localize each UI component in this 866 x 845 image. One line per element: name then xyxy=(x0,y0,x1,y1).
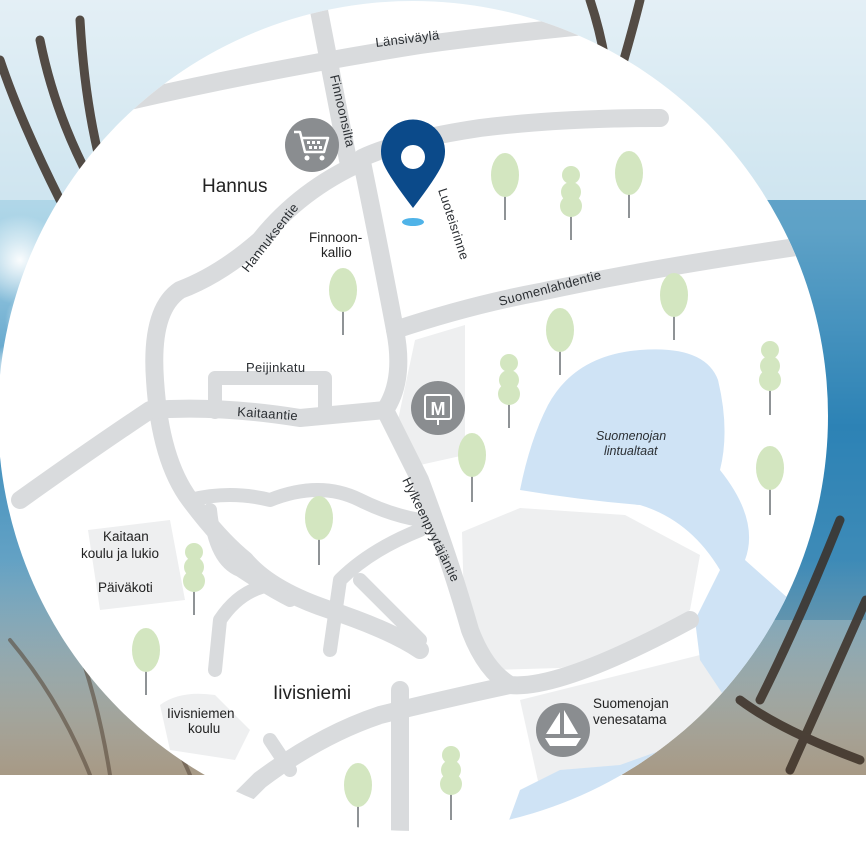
tree xyxy=(440,746,462,820)
tree xyxy=(344,763,372,830)
metro-station-icon[interactable]: M xyxy=(411,381,465,435)
road-finnoonsilta xyxy=(306,1,357,169)
iivisniemi-school-area xyxy=(160,693,250,760)
tree xyxy=(458,433,486,502)
tree xyxy=(305,496,333,565)
place-label-finnoonkallio-2: kallio xyxy=(321,245,352,260)
road-suomenlahdentie xyxy=(386,236,819,339)
place-label-hannus: Hannus xyxy=(202,176,268,197)
place-label-kaitaan-koulu-2: koulu ja lukio xyxy=(81,546,159,561)
road-peijinkatu xyxy=(208,371,332,422)
road-inner-6 xyxy=(263,733,297,777)
school-area xyxy=(88,520,185,610)
tree xyxy=(491,153,519,220)
place-label-iivisniemen-koulu-1: Iivisniemen xyxy=(167,706,235,721)
place-label-venesatama-1: Suomenojan xyxy=(593,696,669,711)
road-inner-loop xyxy=(183,483,427,527)
tree xyxy=(615,151,643,218)
road-inner-2 xyxy=(323,523,427,657)
tree xyxy=(546,308,574,375)
bird-ponds-water xyxy=(520,349,800,720)
metro-letter: M xyxy=(431,399,446,419)
place-label-venesatama-2: venesatama xyxy=(593,712,667,727)
place-label-lintualtaat-1: Suomenojan xyxy=(596,429,666,443)
map-pin-icon[interactable] xyxy=(381,119,445,226)
place-label-paivakoti: Päiväkoti xyxy=(98,580,153,595)
shopping-cart-icon[interactable] xyxy=(285,118,339,172)
place-label-kaitaan-koulu-1: Kaitaan xyxy=(103,529,149,544)
tree xyxy=(756,446,784,515)
tree xyxy=(498,354,520,428)
tree xyxy=(560,166,582,240)
road-inner-3 xyxy=(203,503,297,607)
trees xyxy=(132,151,784,830)
tree xyxy=(183,543,205,615)
road-inner-4 xyxy=(208,578,277,677)
road-label-kaitaantie: Kaitaantie xyxy=(237,404,299,423)
road-main-ns xyxy=(353,153,699,695)
place-label-lintualtaat-2: lintualtaat xyxy=(604,444,658,458)
tree xyxy=(329,268,357,335)
place-label-finnoonkallio-1: Finnoon- xyxy=(309,230,362,245)
road-kaitaantie xyxy=(11,399,394,509)
tree xyxy=(759,341,781,415)
industrial-area xyxy=(462,508,700,670)
tree xyxy=(660,273,688,340)
place-label-iivisniemen-koulu-2: koulu xyxy=(188,721,220,736)
tree xyxy=(132,628,160,695)
road-label-peijinkatu: Peijinkatu xyxy=(246,360,305,375)
road-hannuksentie xyxy=(145,153,429,659)
sailboat-icon[interactable] xyxy=(536,703,590,757)
place-label-iivisniemi: Iivisniemi xyxy=(273,683,351,704)
road-inner-5 xyxy=(353,573,427,647)
